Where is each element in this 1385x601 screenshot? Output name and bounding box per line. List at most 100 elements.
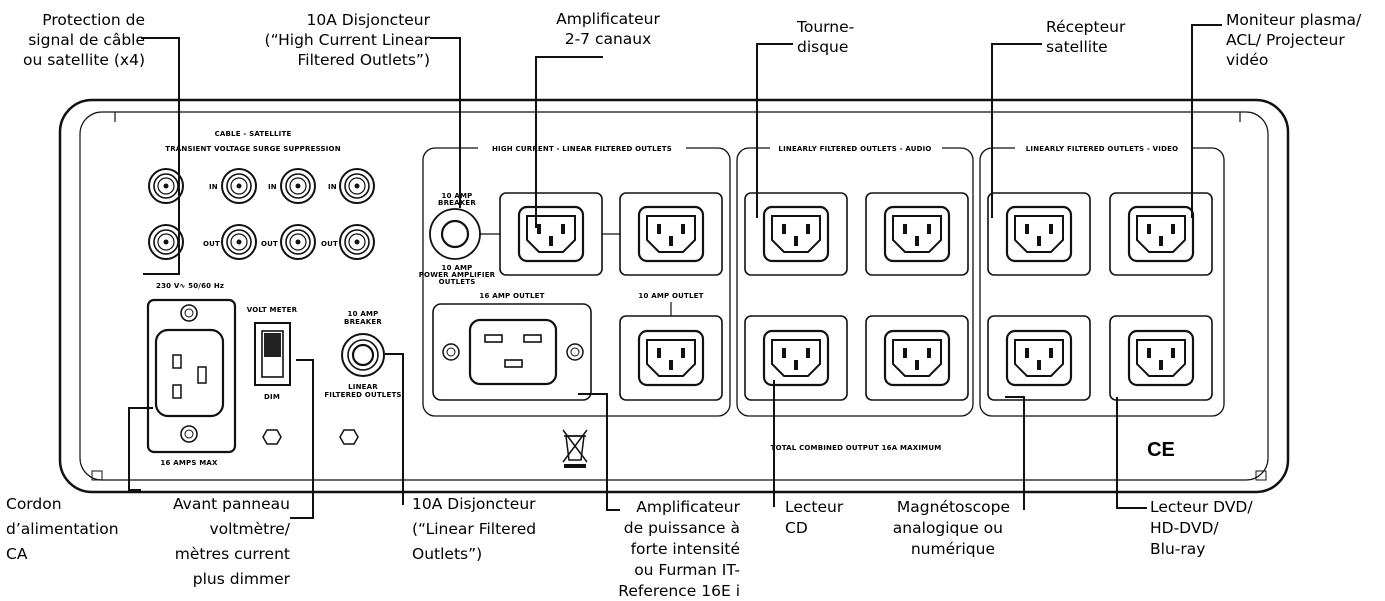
svg-text:Amplificateur: Amplificateur: [636, 498, 740, 516]
outlet-16a[interactable]: [432, 303, 592, 401]
svg-text:Lecteur DVD/: Lecteur DVD/: [1150, 498, 1253, 516]
svg-text:2-7 canaux: 2-7 canaux: [565, 30, 652, 48]
svg-text:d’alimentation: d’alimentation: [6, 520, 119, 538]
svg-text:Lecteur: Lecteur: [785, 498, 844, 516]
bnc-connector-in-1[interactable]: [148, 168, 184, 204]
bnc-connector-out-3[interactable]: [280, 224, 316, 260]
mount-screw-1: [262, 429, 282, 445]
callout-magnetoscope: Magnétoscope analogique ou numérique: [893, 498, 1010, 558]
outlet-video-3[interactable]: [987, 315, 1091, 401]
svg-text:Reference 16E i: Reference 16E i: [618, 582, 740, 600]
breaker-top-2: BREAKER: [438, 199, 476, 207]
svg-text:ou satellite (x4): ou satellite (x4): [23, 51, 145, 69]
volt-meter-label: VOLT METER: [247, 306, 298, 314]
callout-voltmetre: Avant panneau voltmètre/ mètres current …: [173, 495, 291, 588]
outlet-video-4[interactable]: [1109, 315, 1213, 401]
bnc-connector-in-2[interactable]: [221, 168, 257, 204]
breaker-bottom-1: 10 AMP: [442, 264, 473, 272]
port-label-in: IN: [268, 183, 277, 191]
svg-text:Amplificateur: Amplificateur: [556, 10, 660, 28]
outlet-audio-1[interactable]: [744, 192, 848, 276]
port-label-out: OUT: [321, 240, 338, 248]
linear-breaker-bottom-2: FILTERED OUTLETS: [324, 391, 401, 399]
group-high-current-title: HIGH CURRENT - LINEAR FILTERED OUTLETS: [492, 145, 672, 153]
callout-tourne-disque: Tourne- disque: [796, 18, 854, 56]
port-label-out: OUT: [203, 240, 220, 248]
svg-text:Avant panneau: Avant panneau: [173, 495, 290, 513]
svg-text:numérique: numérique: [911, 540, 995, 558]
linear-breaker[interactable]: 10 AMP BREAKER LINEAR FILTERED OUTLETS: [324, 310, 401, 399]
outlet-video-1[interactable]: [987, 192, 1091, 276]
svg-text:signal de câble: signal de câble: [28, 31, 145, 49]
group-audio: LINEARLY FILTERED OUTLETS - AUDIO: [736, 143, 974, 417]
port-label-in: IN: [209, 183, 218, 191]
dim-label: DIM: [264, 393, 280, 401]
svg-text:HD-DVD/: HD-DVD/: [1150, 519, 1219, 537]
linear-breaker-bottom-1: LINEAR: [348, 383, 378, 391]
cable-satellite-section: CABLE - SATELLITE TRANSIENT VOLTAGE SURG…: [148, 130, 375, 290]
outlet-audio-3[interactable]: [744, 315, 848, 401]
breaker-top-1: 10 AMP: [442, 192, 473, 200]
callout-lecteur-cd: Lecteur CD: [785, 498, 844, 537]
callout-ampli-puissance: Amplificateur de puissance à forte inten…: [618, 498, 740, 600]
mount-screw-2: [339, 429, 359, 445]
outlet-16a-label: 16 AMP OUTLET: [479, 292, 544, 300]
svg-text:10A Disjoncteur: 10A Disjoncteur: [412, 495, 536, 513]
ac-power-inlet[interactable]: 16 AMPS MAX: [146, 298, 237, 467]
linear-breaker-top-2: BREAKER: [344, 318, 382, 326]
svg-text:disque: disque: [797, 38, 848, 56]
callout-disjoncteur-lf: 10A Disjoncteur (“Linear Filtered Outlet…: [412, 495, 536, 563]
svg-text:forte intensité: forte intensité: [631, 540, 740, 558]
breaker-bottom-3: OUTLETS: [439, 278, 476, 286]
svg-text:analogique ou: analogique ou: [893, 519, 1003, 537]
total-output-label: TOTAL COMBINED OUTPUT 16A MAXIMUM: [771, 444, 942, 452]
bnc-connector-out-4[interactable]: [339, 224, 375, 260]
svg-text:Cordon: Cordon: [6, 495, 62, 513]
svg-text:ACL/ Projecteur: ACL/ Projecteur: [1226, 31, 1345, 49]
bnc-connector-in-3[interactable]: [280, 168, 316, 204]
outlet-video-2[interactable]: [1109, 192, 1213, 276]
svg-text:Filtered Outlets”): Filtered Outlets”): [297, 51, 430, 69]
breaker-bottom-2: POWER AMPLIFIER: [419, 271, 496, 279]
bnc-connector-out-2[interactable]: [221, 224, 257, 260]
svg-text:plus dimmer: plus dimmer: [193, 570, 291, 588]
port-label-out: OUT: [261, 240, 278, 248]
svg-text:Blu-ray: Blu-ray: [1150, 540, 1205, 558]
amps-max-label: 16 AMPS MAX: [160, 459, 218, 467]
svg-text:mètres current: mètres current: [175, 545, 290, 563]
svg-text:de puissance à: de puissance à: [624, 519, 740, 537]
outlet-hc-2[interactable]: [619, 192, 723, 276]
svg-text:Tourne-: Tourne-: [796, 18, 854, 36]
group-video: LINEARLY FILTERED OUTLETS - VIDEO: [979, 143, 1225, 417]
callout-lecteur-dvd: Lecteur DVD/ HD-DVD/ Blu-ray: [1150, 498, 1253, 558]
cable-subtitle: TRANSIENT VOLTAGE SURGE SUPPRESSION: [165, 145, 341, 153]
outlet-audio-4[interactable]: [865, 315, 969, 401]
svg-text:CD: CD: [785, 519, 808, 537]
svg-text:(“High Current Linear: (“High Current Linear: [265, 31, 431, 49]
outlet-10a-label: 10 AMP OUTLET: [638, 292, 703, 300]
bnc-connector-in-4[interactable]: [339, 168, 375, 204]
callout-cordon: Cordon d’alimentation CA: [6, 495, 119, 563]
outlet-10a[interactable]: [619, 315, 723, 401]
group-video-title: LINEARLY FILTERED OUTLETS - VIDEO: [1026, 145, 1178, 153]
group-high-current: HIGH CURRENT - LINEAR FILTERED OUTLETS: [422, 143, 731, 417]
voltage-rating: 230 V∿ 50/60 Hz: [156, 282, 224, 290]
svg-text:voltmètre/: voltmètre/: [209, 520, 290, 538]
svg-text:Moniteur plasma/: Moniteur plasma/: [1226, 11, 1362, 29]
callout-protection: Protection de signal de câble ou satelli…: [23, 11, 145, 69]
outlet-hc-1[interactable]: [499, 192, 603, 276]
group-audio-title: LINEARLY FILTERED OUTLETS - AUDIO: [778, 145, 931, 153]
svg-text:Magnétoscope: Magnétoscope: [897, 498, 1010, 516]
svg-text:satellite: satellite: [1046, 38, 1108, 56]
volt-meter-switch[interactable]: VOLT METER DIM: [247, 306, 298, 401]
linear-breaker-top-1: 10 AMP: [348, 310, 379, 318]
callout-disjoncteur-hc: 10A Disjoncteur (“High Current Linear Fi…: [265, 11, 431, 69]
svg-text:(“Linear Filtered: (“Linear Filtered: [412, 520, 536, 538]
bnc-connector-out-1[interactable]: [148, 224, 184, 260]
weee-bin-icon: [562, 429, 588, 468]
svg-text:vidéo: vidéo: [1226, 51, 1268, 69]
callout-moniteur: Moniteur plasma/ ACL/ Projecteur vidéo: [1226, 11, 1362, 69]
svg-text:Protection de: Protection de: [42, 11, 145, 29]
outlet-audio-2[interactable]: [865, 192, 969, 276]
